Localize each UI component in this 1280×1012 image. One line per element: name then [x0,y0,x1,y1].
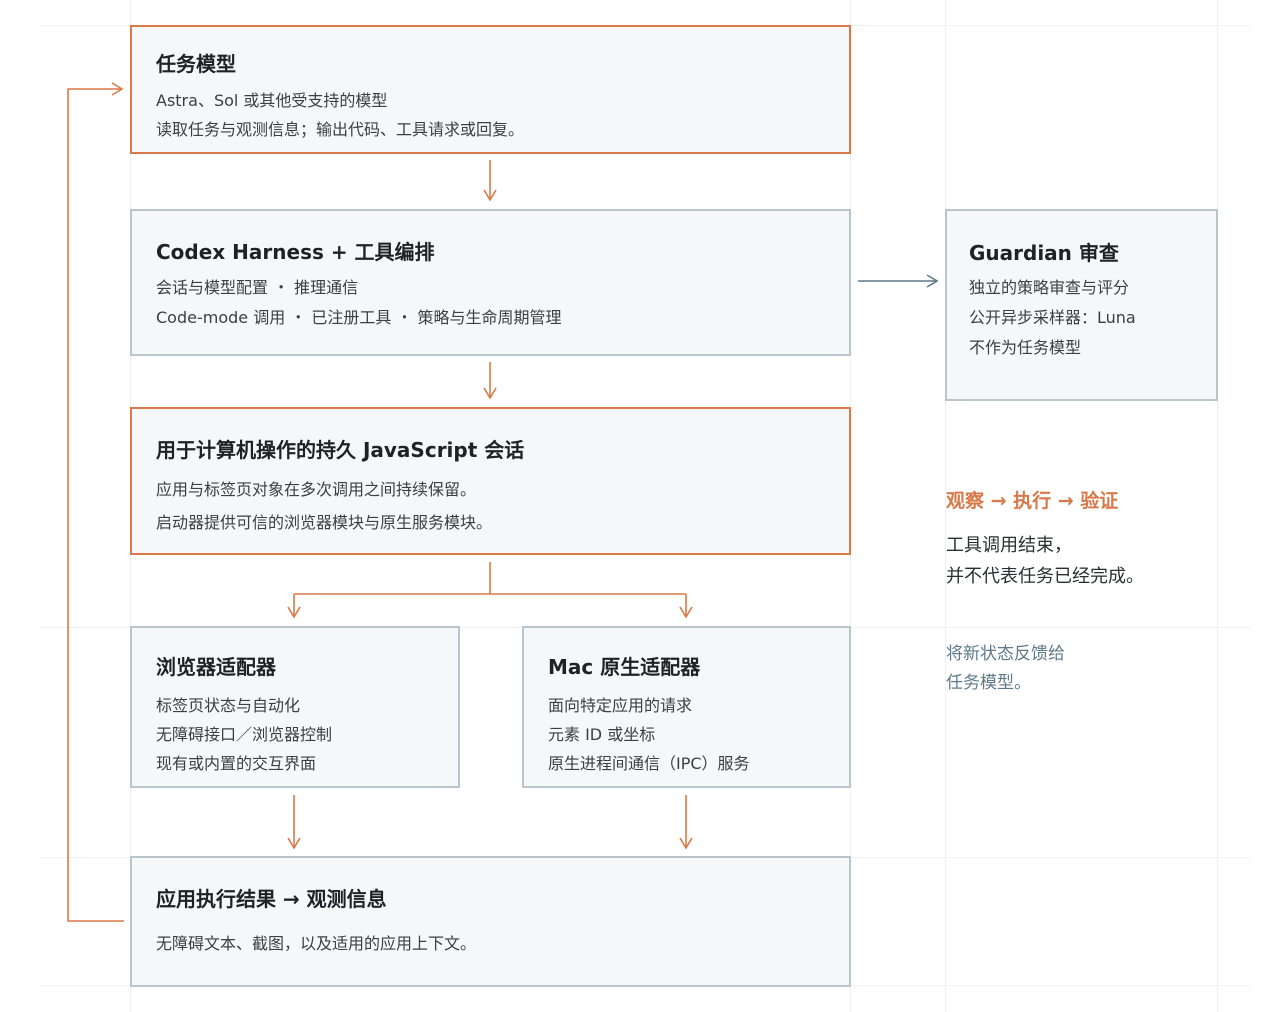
task-model-box: 任务模型 Astra、Sol 或其他受支持的模型 读取任务与观测信息；输出代码、… [130,25,851,154]
mac-adapter-title: Mac 原生适配器 [548,655,701,679]
browser-adapter-title: 浏览器适配器 [156,655,276,679]
loop-body-line: 并不代表任务已经完成。 [946,566,1144,587]
mac-adapter-line: 元素 ID 或坐标 [548,725,656,744]
browser-adapter-box: 浏览器适配器 标签页状态与自动化 无障碍接口／浏览器控制 现有或内置的交互界面 [130,626,460,788]
guardian-title: Guardian 审查 [969,241,1119,265]
mac-adapter-line: 面向特定应用的请求 [548,696,693,715]
loop-body: 工具调用结束， 并不代表任务已经完成。 [946,530,1144,592]
result-title: 应用执行结果 → 观测信息 [156,887,387,911]
result-box: 应用执行结果 → 观测信息 无障碍文本、截图，以及适用的应用上下文。 [130,856,851,987]
mac-adapter-box: Mac 原生适配器 面向特定应用的请求 元素 ID 或坐标 原生进程间通信（IP… [522,626,851,788]
js-session-line: 启动器提供可信的浏览器模块与原生服务模块。 [156,513,493,532]
guardian-line: 独立的策略审查与评分 [969,278,1130,297]
browser-adapter-line: 现有或内置的交互界面 [156,754,317,773]
js-session-box: 用于计算机操作的持久 JavaScript 会话 应用与标签页对象在多次调用之间… [130,407,851,555]
browser-adapter-line: 无障碍接口／浏览器控制 [156,725,333,744]
feedback-note-line: 任务模型。 [946,673,1031,693]
guardian-line: 不作为任务模型 [969,338,1082,357]
result-line: 无障碍文本、截图，以及适用的应用上下文。 [156,934,477,953]
js-session-line: 应用与标签页对象在多次调用之间持续保留。 [156,480,477,499]
task-model-line: Astra、Sol 或其他受支持的模型 [156,91,388,110]
loop-body-line: 工具调用结束， [946,535,1072,556]
harness-title: Codex Harness + 工具编排 [156,240,435,264]
loop-heading: 观察 → 执行 → 验证 [946,490,1119,512]
browser-adapter-line: 标签页状态与自动化 [156,696,301,715]
feedback-note-line: 将新状态反馈给 [946,644,1065,664]
harness-box: Codex Harness + 工具编排 会话与模型配置 ・ 推理通信 Code… [130,209,851,356]
js-session-title: 用于计算机操作的持久 JavaScript 会话 [156,438,525,462]
grid-line [1217,0,1218,1012]
task-model-title: 任务模型 [156,52,236,76]
guardian-box: Guardian 审查 独立的策略审查与评分 公开异步采样器：Luna 不作为任… [945,209,1218,401]
guardian-line: 公开异步采样器：Luna [969,308,1136,327]
mac-adapter-line: 原生进程间通信（IPC）服务 [548,754,750,773]
feedback-note: 将新状态反馈给 任务模型。 [946,640,1065,698]
feedback-loop-arrow [67,82,124,922]
grid-line [945,0,946,1012]
task-model-line: 读取任务与观测信息；输出代码、工具请求或回复。 [156,120,525,139]
harness-line: Code-mode 调用 ・ 已注册工具 ・ 策略与生命周期管理 [156,308,562,327]
harness-line: 会话与模型配置 ・ 推理通信 [156,278,359,297]
